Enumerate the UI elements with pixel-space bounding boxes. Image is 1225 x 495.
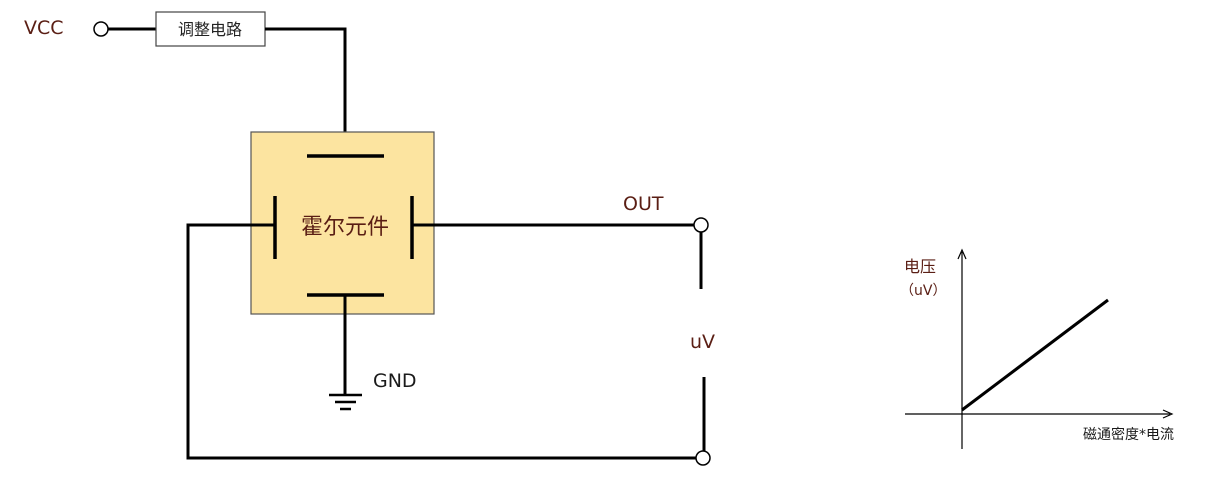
wire-regulator-to-hall xyxy=(265,27,347,156)
graph-response-line xyxy=(961,298,1109,412)
vcc-terminal xyxy=(93,21,109,37)
vcc-label: VCC xyxy=(24,17,64,39)
return-terminal xyxy=(695,450,711,466)
graph-x-label: 磁通密度*电流 xyxy=(1083,426,1174,443)
wire-return-loop xyxy=(186,223,696,460)
regulator-label: 调整电路 xyxy=(178,20,242,39)
graph-y-label-line2: （uV） xyxy=(900,283,946,299)
graph-y-arrow xyxy=(957,248,967,260)
out-terminal xyxy=(693,217,709,233)
gnd-label: GND xyxy=(373,370,417,392)
voltage-characteristic-graph: 电压 （uV） 磁通密度*电流 xyxy=(900,248,1174,449)
hall-element-body xyxy=(250,131,435,315)
voltage-label: uV xyxy=(690,331,715,353)
hall-element-label: 霍尔元件 xyxy=(301,215,389,240)
out-label: OUT xyxy=(623,193,664,215)
graph-x-arrow xyxy=(1162,409,1174,419)
ground-symbol xyxy=(329,295,362,411)
regulator-box: 调整电路 xyxy=(155,11,266,47)
hall-element: 霍尔元件 xyxy=(250,131,435,315)
graph-y-label-line1: 电压 xyxy=(904,257,936,276)
